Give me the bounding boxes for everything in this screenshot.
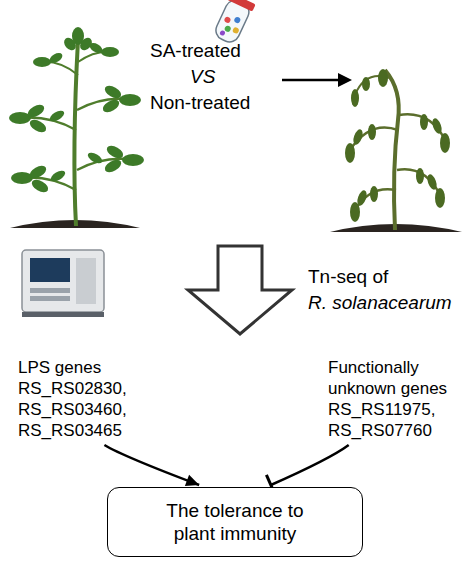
- healthy-plant-part-part: [26, 102, 47, 120]
- healthy-plant-part-part: [122, 154, 144, 166]
- healthy-plant-part-part: [33, 57, 51, 67]
- wilted-plant-part-part: [368, 124, 376, 140]
- healthy-plant-part-part: [62, 35, 79, 52]
- test-tube-part: [219, 30, 226, 37]
- versus-label: VS: [190, 66, 215, 88]
- wilted-plant-part-part: [440, 133, 450, 153]
- test-tube-part: [224, 25, 232, 33]
- healthy-plant-part-part: [48, 109, 66, 124]
- healthy-plant-part-part: [11, 172, 33, 184]
- healthy-plant-part-part: [28, 163, 49, 181]
- healthy-plant-part-part: [119, 94, 141, 106]
- wilted-plant-part-part: [351, 89, 359, 107]
- test-tube-part: [232, 26, 240, 34]
- sequencer-icon-part: [22, 312, 104, 317]
- test-tube-part: [233, 16, 241, 24]
- hollow-arrow: [188, 246, 292, 334]
- node-text: The tolerance to plant immunity: [148, 499, 322, 545]
- test-tube: [211, 0, 256, 46]
- organism-label: R. solanacearum: [308, 292, 452, 314]
- process-arrow-part: [282, 79, 340, 82]
- wilted-plant-part-part: [362, 77, 370, 91]
- treatment-label: SA-treated: [150, 40, 241, 62]
- wilted-plant-part-part: [420, 114, 428, 130]
- process-arrow-part: [338, 73, 352, 87]
- healthy-plant-part-part: [9, 112, 31, 124]
- healthy-plant-part-part: [49, 169, 67, 184]
- wilted-plant-part-part: [416, 168, 424, 184]
- wilted-plant-part-part: [378, 69, 388, 87]
- sequencer-icon-part: [30, 296, 70, 301]
- wilted-plant-part-part: [426, 173, 439, 191]
- wilted-plant-part-part: [435, 188, 445, 208]
- hollow-arrow-part: [188, 246, 292, 334]
- sequencer-icon: [22, 250, 104, 317]
- connector: [104, 445, 199, 486]
- outcome-box: The tolerance to plant immunity: [107, 487, 363, 557]
- healthy-plant-part-part: [101, 47, 119, 57]
- wilted-plant-part-part: [345, 143, 355, 163]
- healthy-plant-part-part: [103, 83, 124, 101]
- healthy-plant-part-part: [86, 151, 104, 166]
- connector-line: [104, 445, 199, 485]
- test-tube-part: [227, 0, 256, 12]
- wilted-plant: [330, 69, 462, 232]
- healthy-plant-part-part: [103, 157, 124, 175]
- gene-group: LPS genes RS_RS02830, RS_RS03460, RS_RS0…: [18, 357, 126, 441]
- sequencer-icon-part: [76, 258, 96, 304]
- wilted-plant-part: [385, 70, 399, 230]
- wilted-plant-part: [345, 69, 450, 222]
- healthy-plant-part: [9, 27, 144, 195]
- process-arrow: [282, 73, 352, 87]
- healthy-plant-part-part: [105, 143, 126, 161]
- sequencer-icon-part: [30, 258, 70, 282]
- healthy-plant-part-part: [101, 97, 122, 115]
- arrow-head: [185, 475, 199, 486]
- connector-line: [271, 445, 349, 485]
- wilted-plant-part: [399, 114, 445, 140]
- healthy-plant-part-part: [48, 51, 64, 65]
- sequencer-icon-part: [22, 250, 104, 312]
- node-text: LPS genes RS_RS02830, RS_RS03460, RS_RS0…: [18, 357, 126, 441]
- healthy-plant-part-part: [28, 117, 49, 135]
- wilted-plant-part-part: [370, 186, 378, 202]
- wilted-plant-part-part: [431, 117, 444, 135]
- node-text: Functionally unknown genes RS_RS11975, R…: [328, 357, 466, 441]
- healthy-plant-part-part: [30, 177, 51, 195]
- wilted-plant-part-part: [356, 189, 369, 207]
- healthy-plant-part-part: [78, 35, 95, 52]
- treatment-label: Non-treated: [150, 92, 250, 114]
- sequencer-icon-part: [30, 288, 70, 293]
- test-tube-part: [223, 16, 231, 24]
- healthy-plant: [9, 27, 144, 228]
- gene-group: Functionally unknown genes RS_RS11975, R…: [328, 357, 466, 441]
- healthy-plant-part: [74, 40, 78, 226]
- wilted-plant-part-part: [352, 128, 365, 146]
- method-label: Tn-seq of: [308, 266, 388, 288]
